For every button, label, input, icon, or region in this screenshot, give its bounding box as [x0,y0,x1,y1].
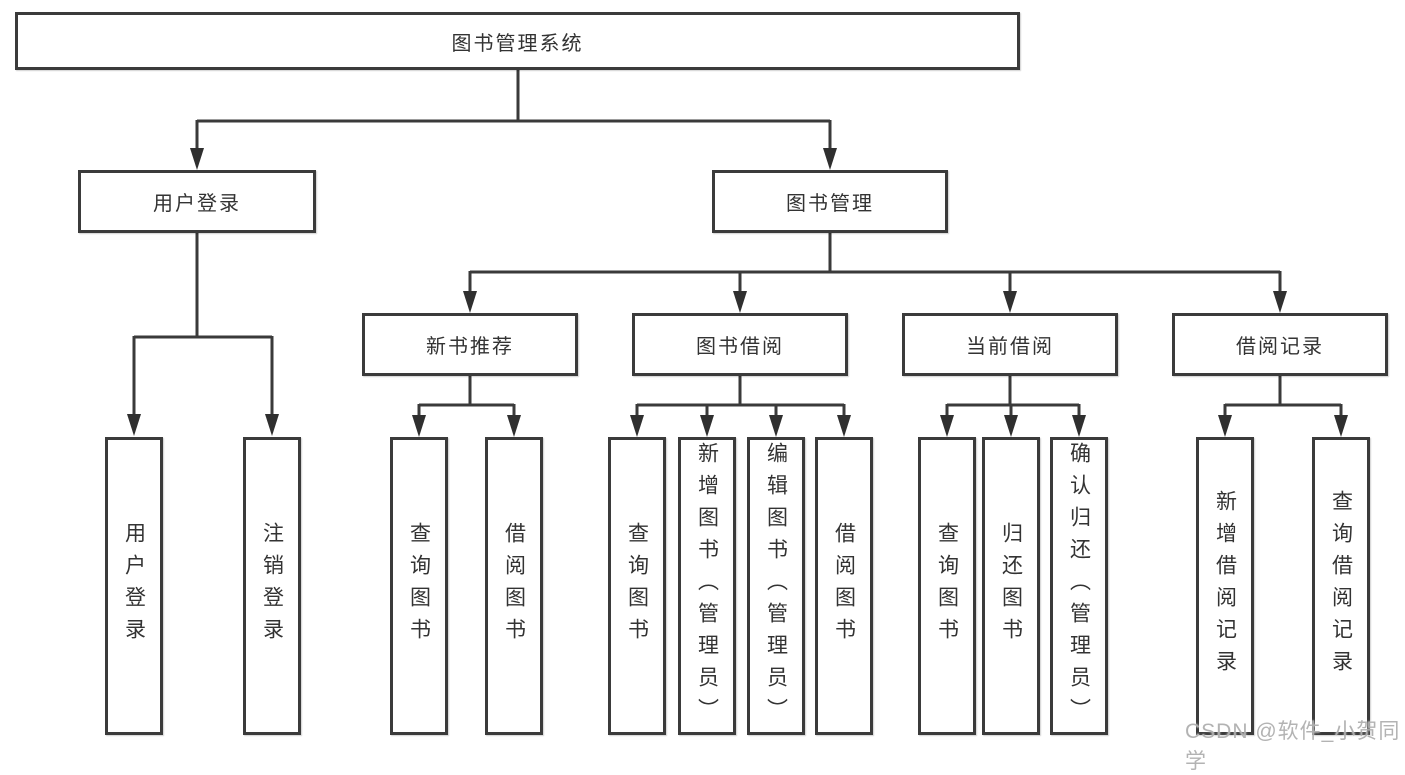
node-label: 新增图书（管理员） [695,442,719,730]
node-label: 图书管理系统 [451,32,584,55]
node-label: 注销登录 [260,522,284,650]
node-book-management: 图书管理 [712,170,948,233]
node-label: 新增借阅记录 [1213,490,1237,682]
node-label: 查询借阅记录 [1329,490,1353,682]
node-label: 编辑图书（管理员） [764,442,788,730]
leaf-borrow-books: 借阅图书 [815,437,873,735]
leaf-edit-book-admin: 编辑图书（管理员） [747,437,805,735]
node-label: 查询图书 [625,522,649,650]
diagram-canvas: 图书管理系统 用户登录 图书管理 新书推荐 图书借阅 当前借阅 借阅记录 用户登… [15,12,1399,773]
leaf-query-books-borrowing: 查询图书 [608,437,666,735]
node-current-borrowing: 当前借阅 [902,313,1118,376]
node-library-management-system: 图书管理系统 [15,12,1020,70]
node-label: 确认归还（管理员） [1067,442,1091,730]
node-label: 借阅图书 [832,522,856,650]
leaf-return-books: 归还图书 [982,437,1040,735]
node-label: 查询图书 [407,522,431,650]
node-label: 借阅图书 [502,522,526,650]
node-label: 查询图书 [935,522,959,650]
node-new-book-recommendation: 新书推荐 [362,313,578,376]
leaf-query-books-recommend: 查询图书 [390,437,448,735]
arrowhead-icons [127,148,1348,437]
csdn-watermark: CSDN @软件_小贺同学 [1185,720,1401,773]
node-user-login: 用户登录 [78,170,316,233]
node-label: 图书管理 [786,193,874,215]
leaf-query-borrow-record: 查询借阅记录 [1312,437,1370,735]
node-borrow-records: 借阅记录 [1172,313,1388,376]
leaf-logout: 注销登录 [243,437,301,735]
node-label: 归还图书 [999,522,1023,650]
leaf-query-books-current: 查询图书 [918,437,976,735]
node-book-borrowing: 图书借阅 [632,313,848,376]
node-label: 用户登录 [153,193,241,215]
leaf-add-borrow-record: 新增借阅记录 [1196,437,1254,735]
leaf-borrow-books-recommend: 借阅图书 [485,437,543,735]
node-label: 借阅记录 [1236,336,1324,358]
connector-lines [127,70,1348,437]
node-label: 新书推荐 [426,336,514,358]
node-label: 当前借阅 [966,336,1054,358]
leaf-confirm-return-admin: 确认归还（管理员） [1050,437,1108,735]
node-label: 用户登录 [122,522,146,650]
leaf-add-book-admin: 新增图书（管理员） [678,437,736,735]
node-label: 图书借阅 [696,336,784,358]
leaf-user-login: 用户登录 [105,437,163,735]
